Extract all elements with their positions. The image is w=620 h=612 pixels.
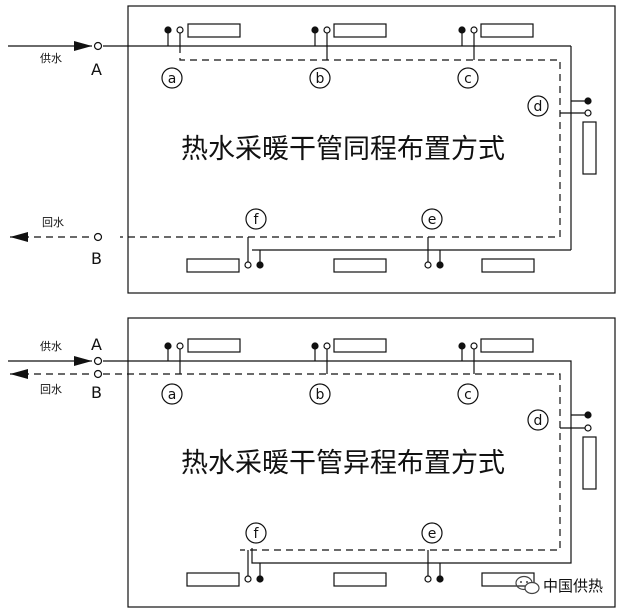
bottom-diagram [8,317,616,608]
bottom-node-a-circle [161,383,183,405]
top-node-d-circle [527,95,549,117]
bottom-radiator-e [424,550,444,583]
top-node-e-label: e [428,212,437,228]
bottom-point-b-label: B [91,383,102,402]
bottom-return-label: 回水 [40,383,62,396]
bottom-node-b-circle [309,383,331,405]
top-supply-arrowhead [74,41,92,51]
bottom-radiator-b [311,338,387,374]
top-point-a-label: A [91,60,102,79]
watermark-text: 中国供热 [543,577,603,595]
top-node-d-label: d [534,99,543,115]
top-radiator-c [458,23,534,60]
top-return-arrowhead [10,232,28,242]
bottom-node-e-label: e [428,526,437,542]
top-radiator-d [560,97,597,175]
top-diagram [8,5,616,294]
bottom-labels: 供水 回水 A B 热水采暖干管异程布置方式 a b c d f e [40,335,542,542]
bottom-radiator-a [164,338,241,374]
top-radiator-f [186,237,264,273]
top-point-b-label: B [91,249,102,268]
bottom-radiator-d [560,411,597,490]
bottom-point-a-label: A [91,335,102,354]
top-radiator-bottom-mid [333,258,387,273]
bottom-node-d-circle [527,409,549,431]
top-building-outline [127,5,616,294]
bottom-building-outline [127,317,616,608]
bottom-node-c-label: c [464,387,472,403]
bottom-supply-main [103,360,572,564]
bottom-node-b-label: b [316,387,325,403]
top-node-f-label: f [254,212,260,228]
bottom-node-d-label: d [534,413,543,429]
bottom-point-b-marker [93,369,103,379]
top-node-f-circle [245,208,267,230]
top-radiator-bottom-right [481,258,535,273]
bottom-supply-label: 供水 [40,339,62,353]
bottom-radiator-f [186,550,264,587]
bottom-return-dashed [103,373,561,551]
top-node-b-label: b [316,71,325,87]
top-node-a-circle [161,67,183,89]
top-supply-label: 供水 [40,51,62,65]
bottom-supply-arrowhead [74,356,92,366]
bottom-return-arrowhead [10,369,28,379]
bottom-node-e-circle [421,522,443,544]
top-radiator-b [311,23,387,60]
top-node-a-label: a [168,71,177,87]
bottom-radiator-bottom-mid [333,572,387,587]
top-node-b-circle [309,67,331,89]
top-return-label: 回水 [42,216,64,229]
wechat-icon [515,575,540,595]
bottom-node-f-label: f [254,526,260,542]
bottom-title: 热水采暖干管异程布置方式 [181,448,505,479]
top-radiator-a [164,23,241,46]
top-radiator-e [424,237,444,269]
top-node-c-circle [457,67,479,89]
top-labels: 供水 回水 A B 热水采暖干管同程布置方式 a b c d f e [40,51,542,268]
bottom-point-a-marker [93,356,103,366]
top-node-c-label: c [464,71,472,87]
bottom-node-f-circle [245,522,267,544]
bottom-node-a-label: a [168,387,177,403]
bottom-node-c-circle [457,383,479,405]
top-point-a-marker [93,41,103,51]
bottom-radiator-bottom-right [481,572,535,587]
top-node-e-circle [421,208,443,230]
watermark: 中国供热 [515,575,603,595]
top-title: 热水采暖干管同程布置方式 [181,134,505,165]
top-point-b-marker [93,232,103,242]
bottom-radiator-c [458,338,534,374]
